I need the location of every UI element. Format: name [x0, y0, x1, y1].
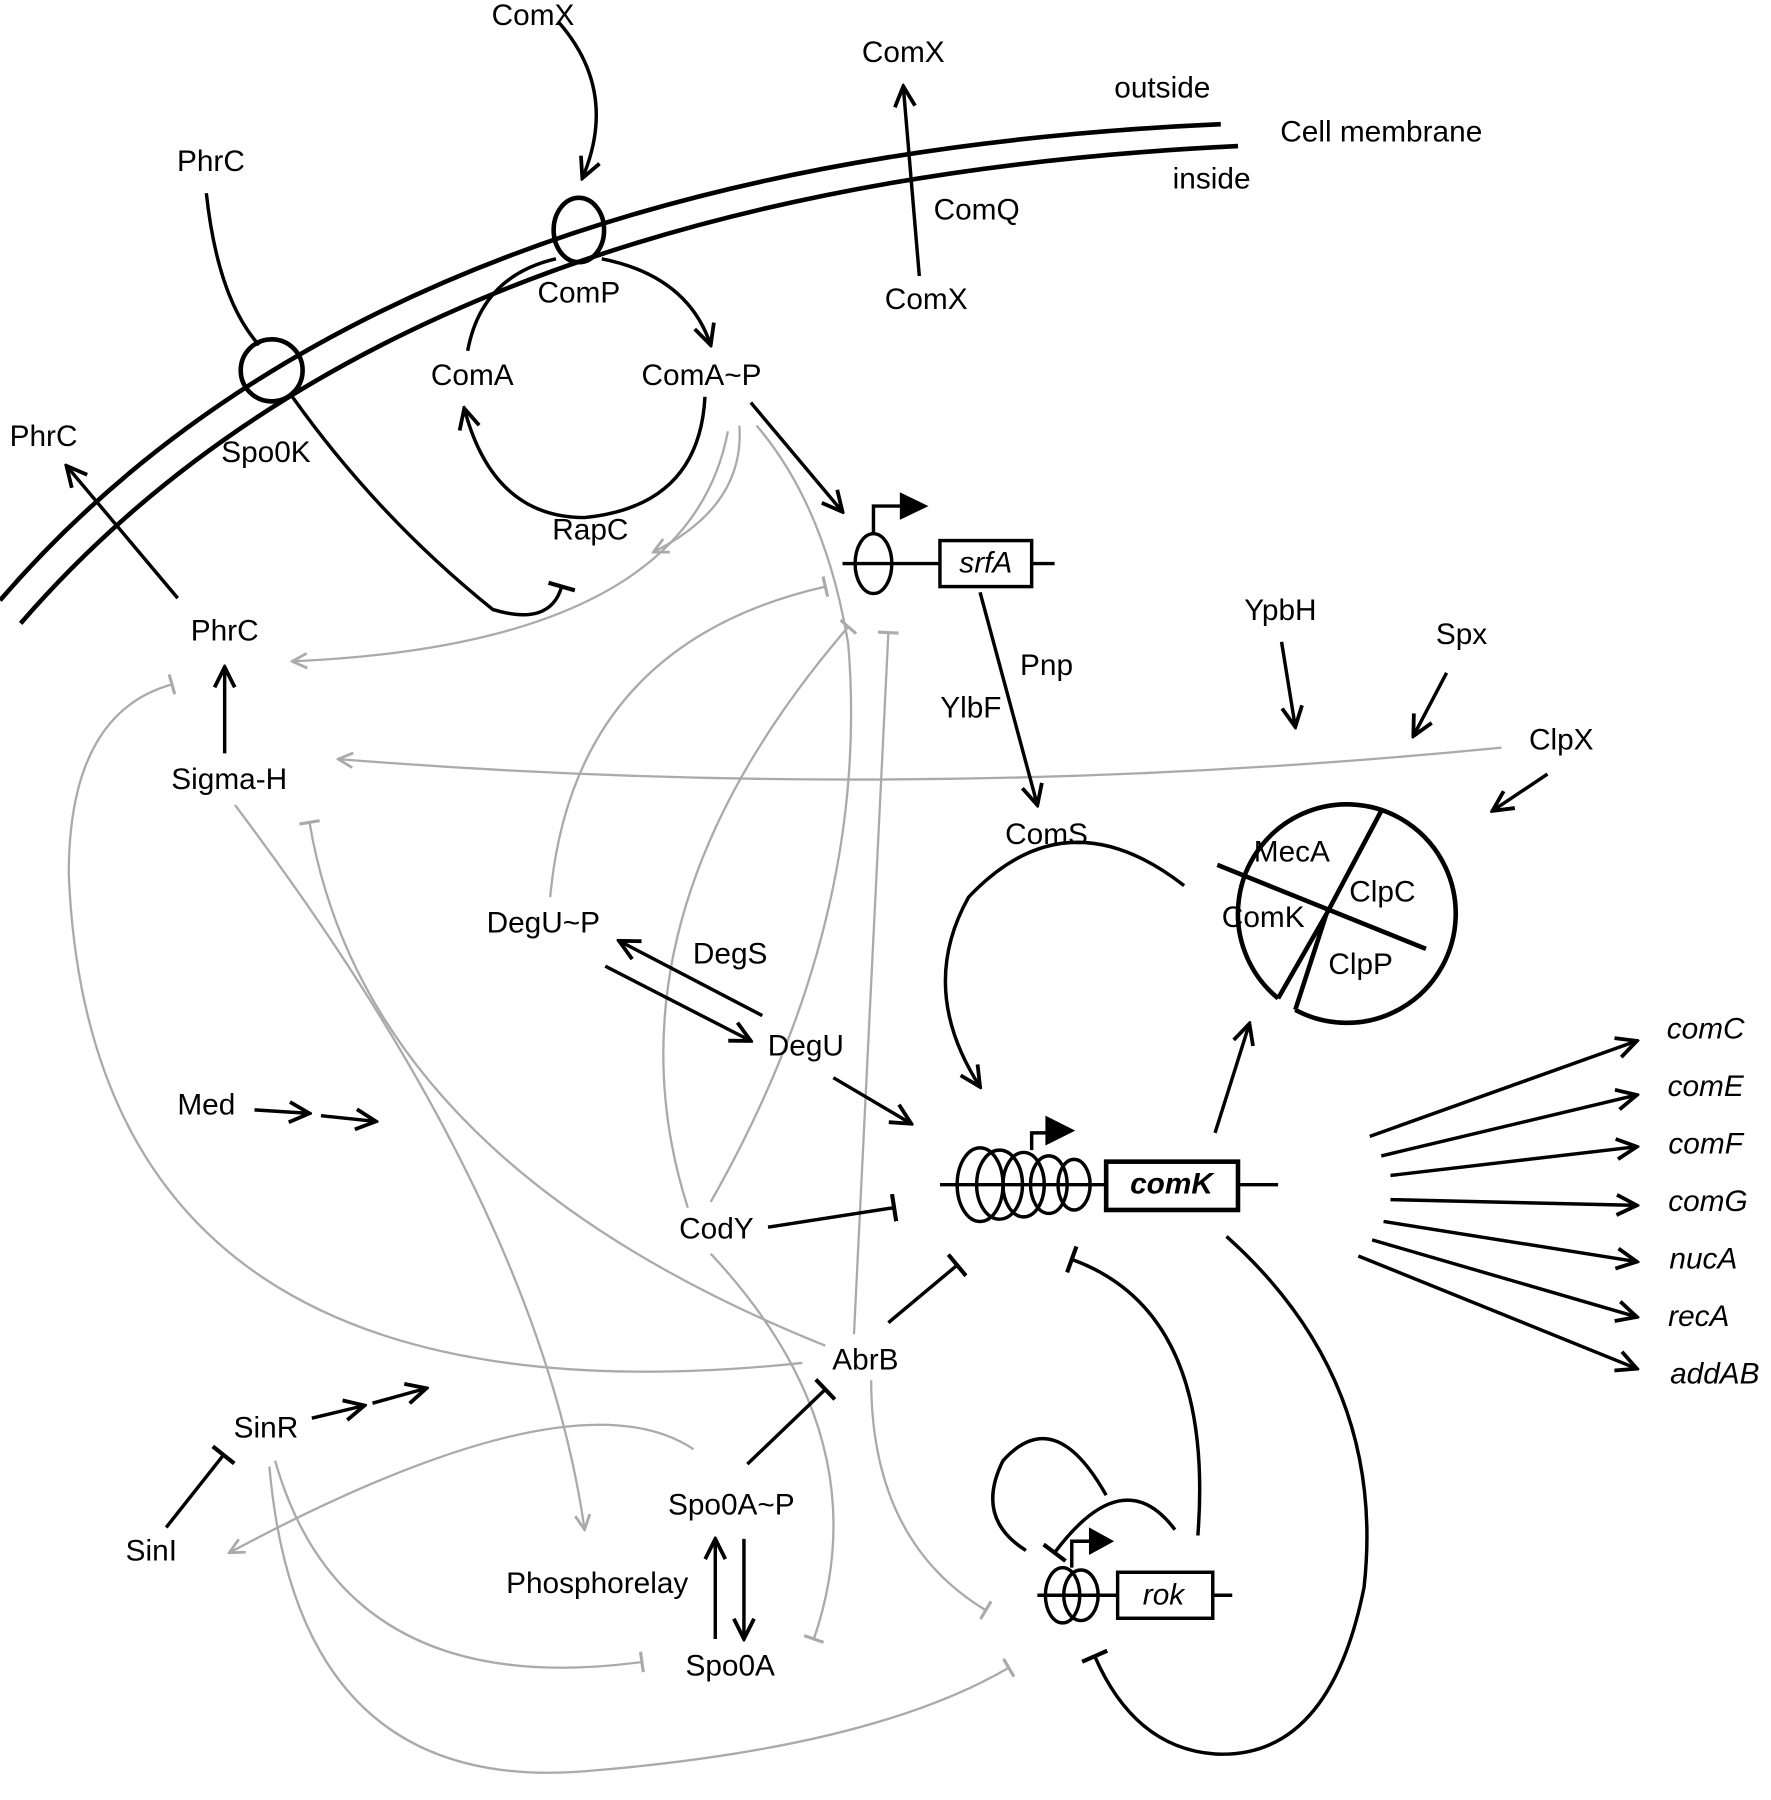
label-spo0k: Spo0K: [221, 436, 311, 469]
label-comq: ComQ: [934, 193, 1020, 226]
target-comg: comG: [1668, 1185, 1747, 1218]
label-coms: ComS: [1005, 818, 1088, 851]
label-pnp: Pnp: [1020, 649, 1073, 682]
target-come: comE: [1668, 1070, 1745, 1103]
label-comx-top: ComX: [492, 0, 575, 32]
rok-promoter-gene: [1037, 1527, 1233, 1625]
label-rapc: RapC: [552, 513, 628, 546]
label-abrb: AbrB: [832, 1344, 898, 1377]
target-addab: addAB: [1670, 1357, 1759, 1390]
label-sinr: SinR: [234, 1412, 299, 1445]
label-coma: ComA: [431, 359, 514, 392]
comk-target-arrows: [1357, 1041, 1637, 1369]
target-reca: recA: [1668, 1300, 1729, 1333]
label-clpx: ClpX: [1529, 724, 1594, 757]
label-cell-membrane: Cell membrane: [1280, 115, 1482, 148]
label-clpc: ClpC: [1349, 876, 1415, 909]
label-comp: ComP: [537, 276, 620, 309]
label-meca: MecA: [1254, 835, 1330, 868]
label-phrc-top: PhrC: [177, 145, 245, 178]
label-comap: ComA~P: [641, 359, 761, 392]
label-outside: outside: [1114, 72, 1210, 105]
label-cody: CodY: [679, 1213, 754, 1246]
label-phrc-out: PhrC: [10, 420, 78, 453]
label-sini: SinI: [126, 1535, 177, 1568]
comp-receptor-icon: [551, 195, 607, 265]
label-med: Med: [177, 1088, 235, 1121]
label-spo0a: Spo0A: [685, 1650, 775, 1683]
target-comf: comF: [1668, 1127, 1744, 1160]
indirect-interactions: [67, 424, 1502, 1774]
label-sigmah: Sigma-H: [171, 763, 287, 796]
label-srfa: srfA: [959, 547, 1012, 580]
comk-promoter-gene: [939, 1115, 1279, 1224]
target-nuca: nucA: [1669, 1242, 1737, 1275]
label-comk-protein: ComK: [1222, 901, 1305, 934]
label-comx-out: ComX: [862, 36, 945, 69]
labels: ComX ComX outside Cell membrane inside P…: [10, 0, 1760, 1683]
label-inside: inside: [1173, 162, 1251, 195]
spo0k-transporter-icon: [238, 336, 305, 404]
label-degu: DegU: [768, 1030, 844, 1063]
label-phosphorelay: Phosphorelay: [506, 1567, 688, 1600]
target-comc: comC: [1667, 1012, 1745, 1045]
label-phrc: PhrC: [191, 614, 259, 647]
label-clpp: ClpP: [1328, 948, 1393, 981]
label-comx-in: ComX: [885, 283, 968, 316]
label-ypbh: YpbH: [1244, 594, 1316, 627]
srfa-promoter-gene: [842, 492, 1055, 596]
label-degup: DegU~P: [487, 907, 600, 940]
direct-interactions: [66, 21, 1549, 1756]
label-spx: Spx: [1436, 618, 1487, 651]
meca-clpc-clpp-complex: [1216, 802, 1459, 1026]
label-spo0ap: Spo0A~P: [668, 1489, 795, 1522]
label-ylbf: YlbF: [940, 692, 1001, 725]
cell-membrane: [0, 121, 1239, 625]
label-degs: DegS: [693, 938, 768, 971]
label-rok: rok: [1143, 1578, 1186, 1611]
label-comk-gene: comK: [1130, 1168, 1215, 1201]
